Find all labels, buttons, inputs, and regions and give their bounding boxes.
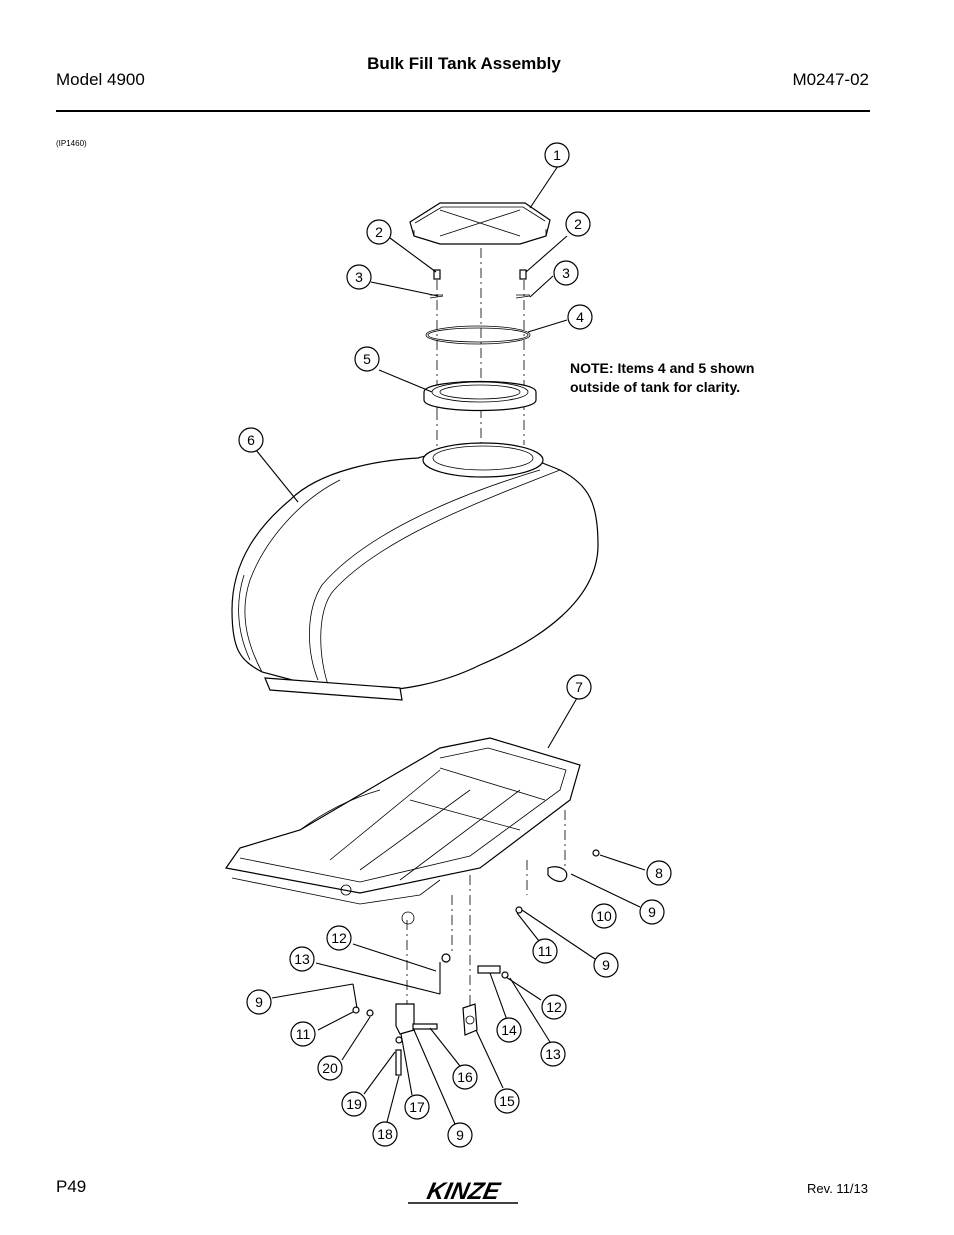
svg-text:15: 15 bbox=[499, 1093, 515, 1109]
callout-18: 18 bbox=[372, 1121, 398, 1147]
revision-label: Rev. 11/13 bbox=[807, 1181, 868, 1196]
svg-text:9: 9 bbox=[602, 957, 610, 973]
svg-text:4: 4 bbox=[576, 309, 584, 325]
svg-text:11: 11 bbox=[296, 1026, 311, 1042]
callout-15: 15 bbox=[494, 1088, 520, 1114]
callout-12-left: 12 bbox=[326, 925, 352, 951]
svg-text:1: 1 bbox=[553, 147, 561, 163]
note-line-1: NOTE: Items 4 and 5 shown bbox=[570, 360, 755, 376]
callout-17: 17 bbox=[404, 1094, 430, 1120]
svg-text:19: 19 bbox=[346, 1096, 362, 1112]
page-number: P49 bbox=[56, 1177, 87, 1196]
callout-11-right: 11 bbox=[532, 938, 558, 964]
svg-text:17: 17 bbox=[409, 1099, 425, 1115]
callout-8: 8 bbox=[646, 860, 672, 886]
callout-13-left: 13 bbox=[289, 946, 315, 972]
callout-2-left: 2 bbox=[366, 219, 392, 245]
header-rule bbox=[56, 110, 870, 112]
tank-frame-drawing bbox=[224, 737, 581, 925]
svg-text:14: 14 bbox=[501, 1022, 517, 1038]
svg-text:KINZE: KINZE bbox=[425, 1178, 503, 1205]
tank-drawing bbox=[231, 442, 599, 701]
callout-20: 20 bbox=[317, 1055, 343, 1081]
svg-text:12: 12 bbox=[546, 999, 562, 1015]
svg-text:9: 9 bbox=[456, 1127, 464, 1143]
svg-text:13: 13 bbox=[294, 951, 310, 967]
callout-13-right: 13 bbox=[540, 1041, 566, 1067]
leader-lines bbox=[255, 165, 646, 1125]
svg-text:9: 9 bbox=[255, 994, 263, 1010]
callout-9-a: 9 bbox=[639, 899, 665, 925]
svg-text:8: 8 bbox=[655, 865, 663, 881]
svg-text:20: 20 bbox=[322, 1060, 338, 1076]
svg-text:6: 6 bbox=[247, 432, 255, 448]
page-title: Bulk Fill Tank Assembly bbox=[367, 54, 561, 73]
small-hardware-drawing bbox=[352, 849, 600, 1076]
note-text: NOTE: Items 4 and 5 shown outside of tan… bbox=[570, 359, 754, 397]
svg-text:3: 3 bbox=[355, 269, 363, 285]
callout-10: 10 bbox=[591, 903, 617, 929]
callout-14: 14 bbox=[496, 1017, 522, 1043]
callout-5: 5 bbox=[354, 346, 380, 372]
callout-9-d: 9 bbox=[447, 1122, 473, 1148]
callout-12-right: 12 bbox=[541, 994, 567, 1020]
svg-text:11: 11 bbox=[538, 943, 553, 959]
svg-text:9: 9 bbox=[648, 904, 656, 920]
kinze-logo: KINZE bbox=[408, 1178, 518, 1205]
note-line-2: outside of tank for clarity. bbox=[570, 379, 741, 395]
document-number: M0247-02 bbox=[792, 70, 869, 89]
callout-3-right: 3 bbox=[553, 260, 579, 286]
svg-text:16: 16 bbox=[457, 1069, 473, 1085]
svg-text:18: 18 bbox=[377, 1126, 393, 1142]
tank-lid-drawing bbox=[409, 202, 551, 245]
svg-text:3: 3 bbox=[562, 265, 570, 281]
svg-text:7: 7 bbox=[575, 679, 583, 695]
callout-1: 1 bbox=[544, 142, 570, 168]
lid-ring-drawing bbox=[423, 380, 537, 412]
callout-9-c: 9 bbox=[246, 989, 272, 1015]
callout-19: 19 bbox=[341, 1091, 367, 1117]
svg-text:2: 2 bbox=[375, 224, 383, 240]
svg-text:2: 2 bbox=[574, 216, 582, 232]
figure-id: (IP1460) bbox=[56, 139, 87, 148]
callout-3-left: 3 bbox=[346, 264, 372, 290]
svg-text:13: 13 bbox=[545, 1046, 561, 1062]
lid-hardware-drawing bbox=[429, 269, 531, 299]
svg-text:5: 5 bbox=[363, 351, 371, 367]
callout-16: 16 bbox=[452, 1064, 478, 1090]
callout-9-b: 9 bbox=[593, 952, 619, 978]
callout-2-right: 2 bbox=[565, 211, 591, 237]
callout-4: 4 bbox=[567, 304, 593, 330]
svg-text:10: 10 bbox=[596, 908, 612, 924]
gasket-drawing bbox=[425, 325, 531, 345]
callout-11-left: 11 bbox=[290, 1021, 316, 1047]
model-label: Model 4900 bbox=[56, 70, 145, 89]
callout-7: 7 bbox=[566, 674, 592, 700]
svg-text:12: 12 bbox=[331, 930, 347, 946]
callout-6: 6 bbox=[238, 427, 264, 453]
